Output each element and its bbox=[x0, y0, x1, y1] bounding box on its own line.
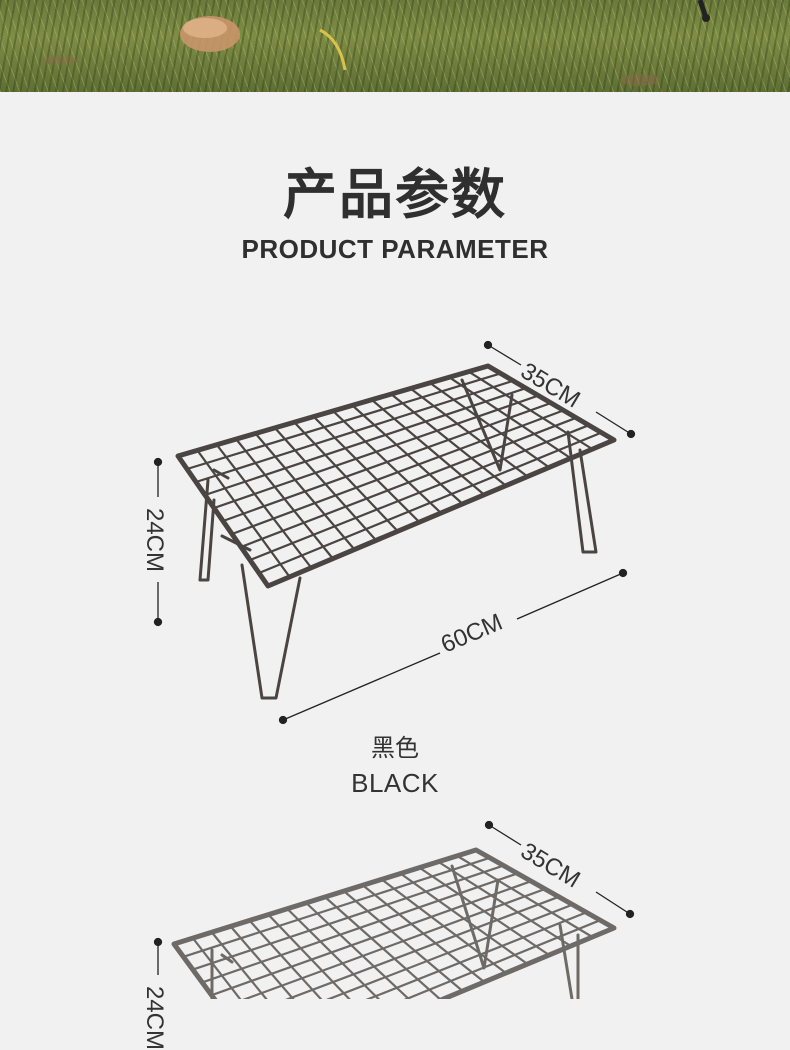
grid-wire bbox=[191, 937, 242, 999]
grid-wire bbox=[210, 880, 533, 997]
grid-wire bbox=[194, 379, 515, 484]
table-figure-black bbox=[153, 340, 636, 725]
height-label-gray: 24CM bbox=[141, 985, 169, 1050]
grid-wire bbox=[203, 387, 527, 497]
back-leg-right bbox=[558, 923, 574, 999]
grid-wire bbox=[185, 372, 502, 471]
grid-wire bbox=[242, 887, 547, 999]
grid-wire bbox=[257, 431, 603, 575]
grass-photo-strip bbox=[0, 0, 790, 92]
color-name-cn: 黑色 bbox=[371, 734, 419, 762]
section-title-cn: 产品参数 bbox=[283, 163, 507, 226]
front-leg-left bbox=[198, 478, 216, 582]
grid-wire bbox=[403, 919, 602, 999]
table-figure-gray bbox=[153, 820, 635, 999]
grid-wire bbox=[182, 856, 491, 958]
grid-wire bbox=[285, 895, 560, 999]
grid-wire bbox=[221, 401, 553, 523]
grid-wire bbox=[239, 416, 578, 549]
color-name-en: BLACK bbox=[351, 768, 439, 798]
grid-wire bbox=[248, 424, 590, 562]
grid-wire bbox=[230, 409, 565, 536]
grid-wire bbox=[365, 911, 588, 999]
table-top-frame bbox=[171, 847, 617, 999]
grid-wire bbox=[191, 864, 505, 971]
front-leg-right bbox=[240, 563, 302, 700]
back-leg-left bbox=[460, 378, 514, 472]
grid-wire bbox=[212, 394, 540, 510]
grid-wire bbox=[201, 872, 519, 984]
back-leg-right bbox=[566, 430, 598, 554]
grass-photo bbox=[42, 0, 710, 86]
section-title-en: PRODUCT PARAMETER bbox=[241, 234, 549, 264]
grid-wire bbox=[326, 903, 574, 999]
